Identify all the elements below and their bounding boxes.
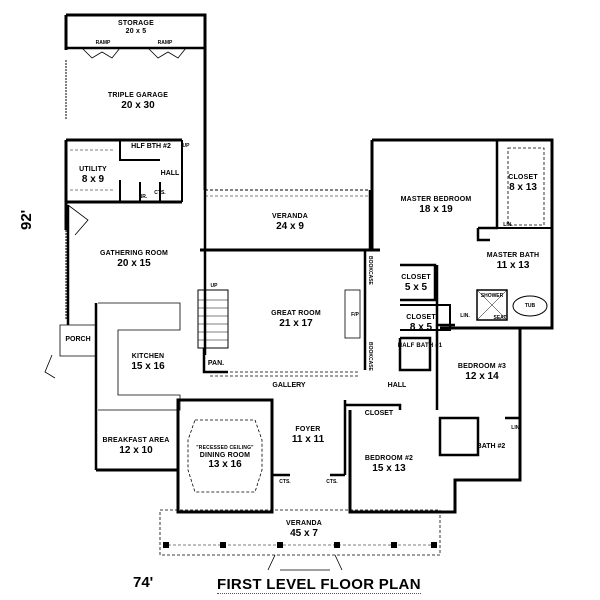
room-name: CLOSET	[401, 274, 431, 281]
room-name: CLOSET	[508, 174, 538, 181]
room-size: 15 x 16	[131, 360, 165, 372]
room-name: TRIPLE GARAGE	[107, 92, 169, 99]
room-name: MASTER BEDROOM	[400, 196, 472, 203]
room-lin-master: LIN.	[503, 222, 513, 228]
room-size: 20 x 5	[125, 27, 147, 35]
room-size: 24 x 9	[276, 220, 304, 232]
room-cts-left: CTS.	[279, 479, 291, 485]
room-size: 11 x 11	[291, 433, 325, 445]
room-size: 20 x 30	[121, 99, 155, 111]
ramp-label-left: RAMP	[95, 40, 111, 46]
room-name: DINING ROOM	[199, 451, 251, 459]
room-bath-2: BATH #2	[476, 443, 506, 450]
room-porch: PORCH	[65, 336, 91, 343]
room-name: BEDROOM #3	[457, 363, 507, 370]
room-name: BEDROOM #2	[364, 455, 414, 462]
room-name: HALF BATH #1	[397, 343, 443, 349]
room-size: 20 x 15	[117, 257, 151, 269]
room-half-bath-1: HALF BATH #1	[398, 343, 443, 350]
bookcase-top-label: BOOKCASE	[367, 256, 373, 285]
room-closet-br2: CLOSET	[364, 410, 394, 417]
room-broom: BR.	[138, 194, 148, 200]
room-size: 21 x 17	[279, 317, 313, 329]
room-note: "RECESSED CEILING"	[196, 445, 254, 451]
room-name: UTILITY	[79, 166, 107, 173]
tub-label: TUB	[524, 303, 536, 309]
depth-dimension: 92'	[18, 209, 35, 230]
ramp-label-right: RAMP	[157, 40, 173, 46]
room-size: 13 x 16	[208, 459, 242, 471]
room-name: FOYER	[295, 426, 321, 433]
room-name: GATHERING ROOM	[99, 250, 169, 257]
room-cts-upper: CTS.	[154, 190, 166, 196]
stair-up-label-main: UP	[210, 283, 218, 289]
room-size: 5 x 5	[404, 281, 428, 293]
room-size: 18 x 19	[419, 203, 453, 215]
room-size: 8 x 13	[509, 181, 537, 193]
fireplace-label: F/P	[351, 312, 359, 318]
room-name: KITCHEN	[131, 353, 165, 360]
room-name: VERANDA	[271, 213, 309, 220]
room-pantry: PAN.	[207, 360, 225, 367]
plan-title: FIRST LEVEL FLOOR PLAN	[217, 576, 421, 594]
room-name: STORAGE	[118, 20, 154, 27]
room-name: VERANDA	[285, 520, 323, 527]
room-lin-mid: LIN.	[460, 313, 470, 319]
room-name: BREAKFAST AREA	[102, 437, 170, 444]
width-dimension: 74'	[133, 574, 154, 591]
room-name: MASTER BATH	[486, 252, 540, 259]
bookcase-bottom-label: BOOKCASE	[367, 342, 373, 371]
room-size: 8 x 5	[409, 321, 433, 333]
room-size: 45 x 7	[290, 527, 318, 539]
stair-up-label: UP	[182, 143, 190, 149]
room-hall-lower: HALL	[387, 382, 407, 389]
room-size: 8 x 9	[81, 173, 105, 185]
room-hall-upper: HALL	[160, 170, 180, 177]
room-name: CLOSET	[406, 314, 436, 321]
room-lin-bath2: LIN.	[511, 425, 521, 431]
room-size: 12 x 10	[119, 444, 153, 456]
room-half-bath-2: HLF BTH #2	[131, 143, 171, 150]
seat-label: SEAT	[493, 315, 507, 321]
shower-label: SHOWER	[480, 293, 504, 299]
room-size: 11 x 13	[496, 259, 530, 271]
room-size: 12 x 14	[465, 370, 499, 382]
room-cts-right: CTS.	[326, 479, 338, 485]
room-size: 15 x 13	[372, 462, 406, 474]
room-gallery: GALLERY	[272, 382, 306, 389]
room-name: GREAT ROOM	[271, 310, 321, 317]
